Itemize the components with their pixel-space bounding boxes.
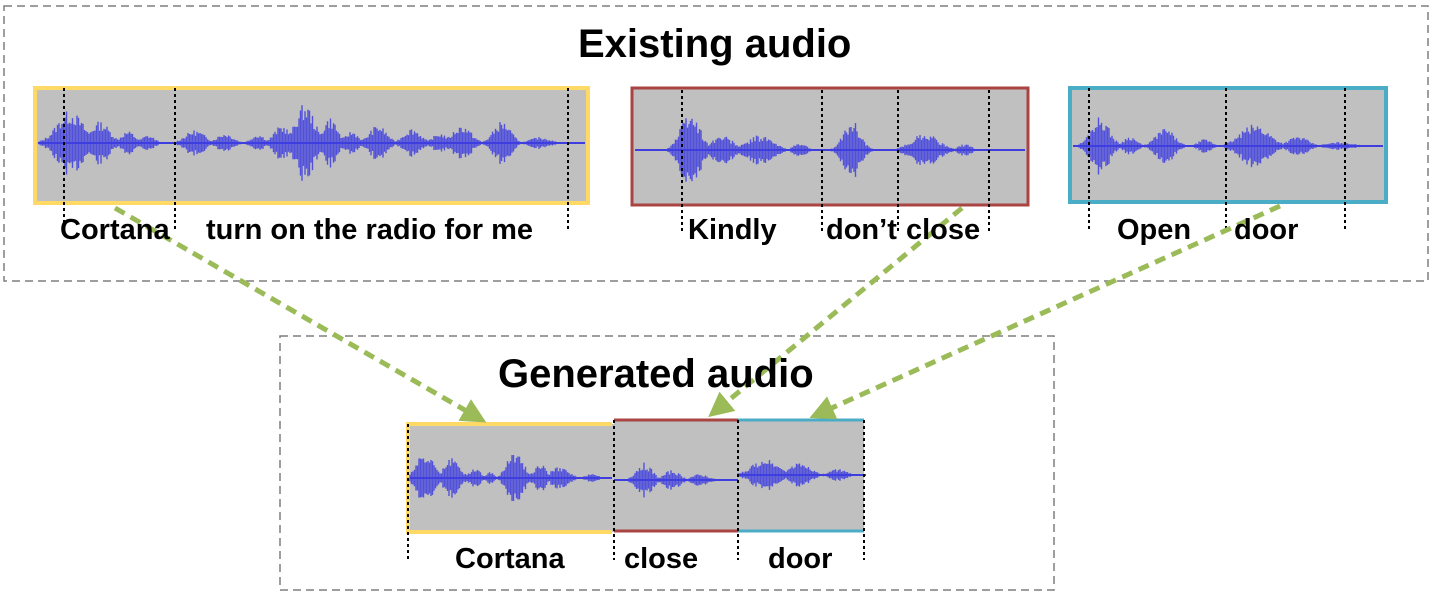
kindly-waveform bbox=[635, 118, 1025, 182]
cortana-gen-waveform bbox=[409, 455, 612, 501]
cortana-waveform bbox=[38, 105, 585, 181]
word-kindly: Kindly bbox=[688, 214, 777, 246]
generated-audio-group bbox=[279, 335, 1055, 591]
gen-word-close: close bbox=[624, 543, 699, 575]
word-boundaries-generated bbox=[407, 420, 865, 560]
arrow-door bbox=[809, 203, 1282, 420]
word-close: close bbox=[906, 214, 981, 246]
word-open: Open bbox=[1117, 214, 1192, 246]
open-waveform bbox=[1073, 117, 1383, 175]
existing-audio-group bbox=[3, 5, 1429, 282]
word-turn-on: turn on the radio for me bbox=[206, 214, 534, 246]
word-cortana: Cortana bbox=[60, 214, 170, 246]
word-door: door bbox=[1234, 214, 1299, 246]
generated-audio-title: Generated audio bbox=[498, 352, 814, 396]
door-gen-waveform bbox=[737, 460, 866, 490]
splice-arrows bbox=[113, 203, 1282, 423]
gen-word-door: door bbox=[768, 543, 833, 575]
word-dont: don’t bbox=[826, 214, 897, 246]
door-segment-border bbox=[738, 418, 864, 533]
gen-word-cortana: Cortana bbox=[455, 543, 565, 575]
waveform-layer bbox=[38, 105, 1383, 501]
close-gen-waveform bbox=[614, 462, 738, 498]
close-segment-border bbox=[614, 418, 738, 533]
existing-audio-title: Existing audio bbox=[578, 22, 852, 66]
